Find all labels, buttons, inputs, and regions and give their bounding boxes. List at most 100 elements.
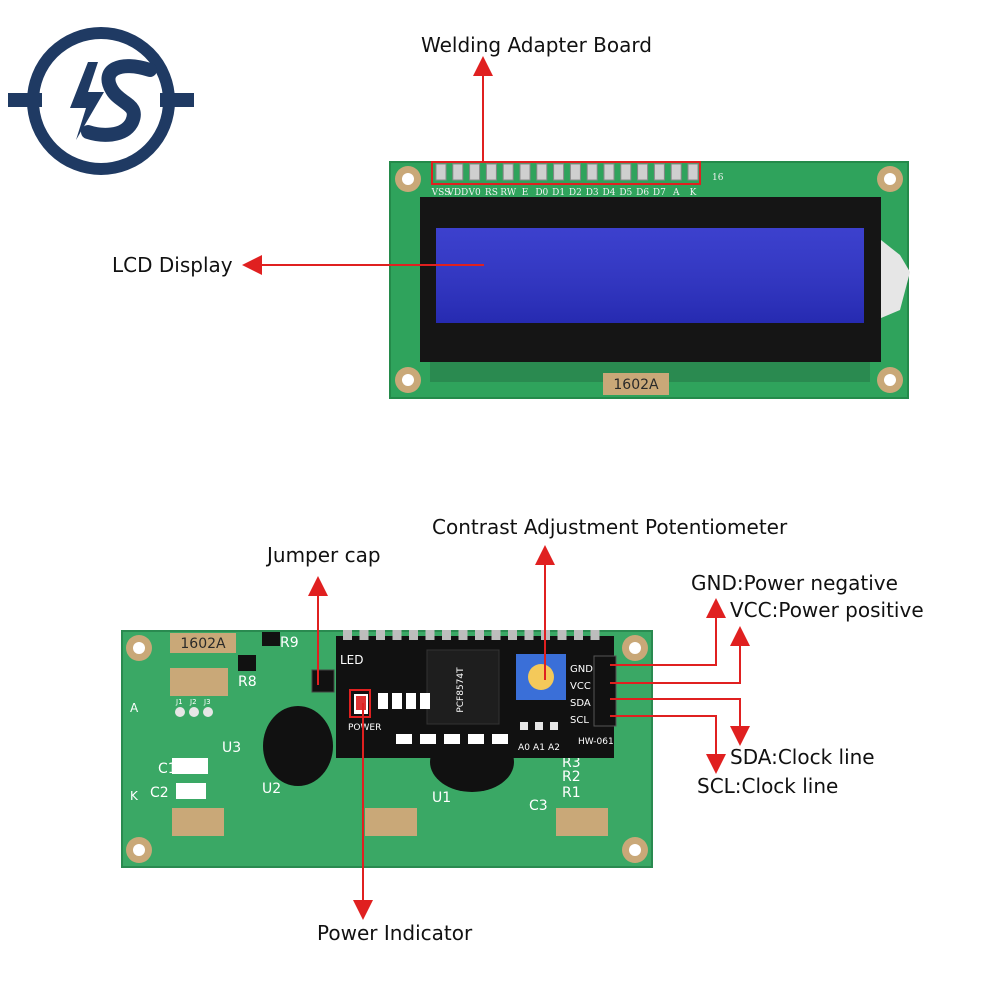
adapter-header-pin — [491, 630, 501, 640]
pin-label: D7 — [653, 188, 666, 198]
pin-label: D4 — [603, 188, 616, 198]
svg-text:R3: R3 — [562, 755, 581, 771]
smd-pad — [406, 693, 416, 709]
svg-text:U3: U3 — [222, 740, 241, 756]
address-pad — [520, 722, 528, 730]
svg-text:R8: R8 — [238, 674, 257, 690]
j-pad — [189, 707, 199, 717]
header-pin — [569, 163, 581, 181]
svg-text:K: K — [130, 789, 139, 803]
jumper-cap — [311, 669, 335, 693]
adapter-header-pin — [343, 630, 352, 640]
label-sda: SDA:Clock line — [730, 745, 875, 769]
mounting-holes-top — [395, 166, 903, 393]
address-pad — [550, 722, 558, 730]
i2c-pin-label: VCC — [570, 681, 591, 692]
header-pin — [637, 163, 649, 181]
j-pad — [203, 707, 213, 717]
svg-text:C3: C3 — [529, 798, 548, 814]
arrow-gnd — [610, 598, 726, 666]
adapter-header-pin — [508, 630, 517, 640]
svg-text:A: A — [130, 701, 139, 715]
header-pin — [536, 163, 548, 181]
pin-label: K — [690, 188, 697, 198]
smd-pad — [468, 734, 484, 744]
header-pin — [435, 163, 447, 181]
i2c-pin-label: SCL — [570, 715, 589, 726]
pin-label: RS — [485, 188, 498, 198]
pin-label: D3 — [586, 188, 599, 198]
header-pin — [586, 163, 598, 181]
adapter-header-pin — [458, 630, 468, 640]
smd-pad — [420, 734, 436, 744]
pin-label: VDD — [446, 188, 468, 198]
pin-end-label: 16 — [712, 173, 724, 183]
i2c-adapter-board: PCF8574T LED POWER HW-061 GND VCC SDA SCL A… — [311, 630, 617, 758]
adapter-header-pin — [425, 630, 435, 640]
label-gnd: GND:Power negative — [691, 571, 898, 595]
adapter-header-pin — [409, 630, 418, 640]
pin-label: D6 — [636, 188, 649, 198]
label-lcd-display: LCD Display — [112, 253, 233, 277]
pin-label: D1 — [552, 188, 565, 198]
adapter-header-pin — [574, 630, 583, 640]
label-vcc: VCC:Power positive — [730, 598, 924, 622]
label-scl: SCL:Clock line — [697, 774, 839, 798]
adapter-header-pin — [376, 630, 385, 640]
j-label: J1 — [175, 698, 183, 706]
chip-label: PCF8574T — [456, 667, 466, 713]
bottom-model-label: 1602A — [180, 636, 226, 652]
pin-label: E — [522, 188, 529, 198]
pin-label: D0 — [535, 188, 548, 198]
smd-pad — [420, 693, 430, 709]
header-pin — [485, 163, 497, 181]
header-pin — [553, 163, 565, 181]
svg-text:R9: R9 — [280, 635, 299, 651]
svg-text:U1: U1 — [432, 790, 451, 806]
adapter-model-label: HW-061 — [578, 737, 614, 747]
header-pin — [653, 163, 665, 181]
adapter-header-pin — [475, 630, 484, 640]
svg-text:U2: U2 — [262, 781, 281, 797]
header-pin — [469, 163, 481, 181]
arrow-vcc — [610, 626, 750, 684]
svg-text:R2: R2 — [562, 769, 581, 785]
j-label: J2 — [189, 698, 197, 706]
pin-label: V0 — [467, 188, 480, 198]
annotation-arrows — [242, 56, 750, 920]
adapter-led-label: LED — [340, 653, 364, 667]
welding-adapter-highlight — [431, 161, 701, 185]
smd-pad — [378, 693, 388, 709]
top-model-label: 1602A — [613, 377, 659, 393]
header-pin — [603, 163, 615, 181]
adapter-header-pin — [442, 630, 451, 640]
lcd-module-back: 1602A R9 R8 U3 U2 U1 C1 C2 A K R3 R2 R1 … — [121, 630, 653, 868]
arrow-scl — [610, 715, 726, 774]
pin-label: RW — [500, 188, 517, 198]
jumper-header-labels: J1 J2 J3 — [175, 698, 213, 717]
smd-pad — [492, 734, 508, 744]
chip-blob-u2 — [263, 706, 333, 786]
address-pad-label: A0 — [518, 743, 530, 753]
i2c-pin-label: SDA — [570, 698, 591, 709]
label-jumper-cap: Jumper cap — [267, 543, 381, 567]
adapter-power-label: POWER — [348, 723, 381, 733]
j-pad — [175, 707, 185, 717]
pin-label: D5 — [619, 188, 632, 198]
j-label: J3 — [203, 698, 211, 706]
label-power-indicator: Power Indicator — [317, 921, 473, 945]
adapter-header-pin — [392, 630, 402, 640]
i2c-connector — [593, 655, 617, 727]
pin-label: VSS — [431, 188, 451, 198]
adapter-header-pin — [524, 630, 534, 640]
i2c-pin-label: GND — [570, 664, 593, 675]
power-led-highlight — [349, 689, 371, 718]
mounting-holes-bottom — [126, 635, 648, 863]
address-pad-label: A1 — [533, 743, 545, 753]
pin-label: D2 — [569, 188, 582, 198]
silkscreen-labels: R9 R8 U3 U2 U1 C1 C2 A K R3 R2 R1 C3 — [130, 635, 581, 814]
arrow-sda — [610, 698, 750, 746]
